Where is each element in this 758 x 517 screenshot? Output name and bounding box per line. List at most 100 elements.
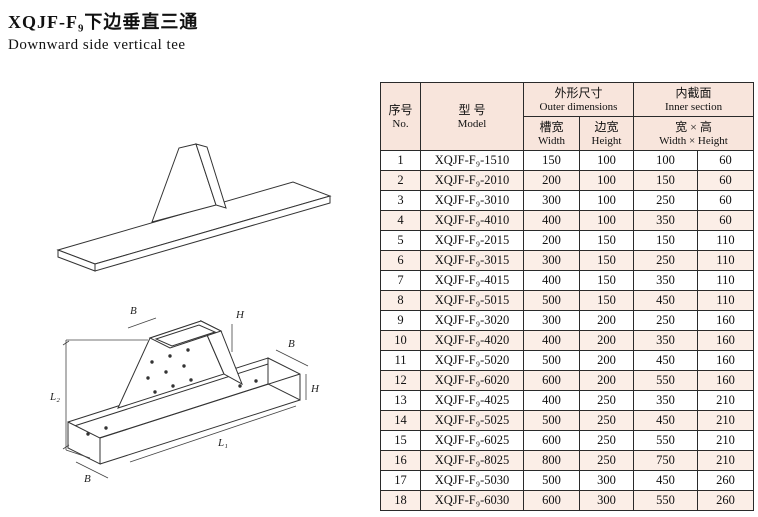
dim-label-tray-height: H — [310, 383, 320, 395]
cell-no: 5 — [380, 230, 421, 251]
cell-oh: 250 — [578, 410, 635, 431]
cell-no: 6 — [380, 250, 421, 271]
cell-model: XQJF-F₉-3020 — [420, 310, 524, 331]
cell-ow: 500 — [523, 410, 580, 431]
header-inner-cn: 内截面 — [675, 85, 712, 100]
spec-table-head: 序号 No. 型 号 Model 外形尺寸 Outer dimensions 内… — [380, 82, 755, 151]
cell-oh: 200 — [578, 370, 635, 391]
cell-oh: 250 — [578, 390, 635, 411]
top-isometric-drawing — [56, 143, 332, 272]
cell-oh: 100 — [578, 210, 635, 231]
cell-iw: 750 — [633, 450, 699, 471]
dim-label-bottom-width: B — [84, 473, 91, 485]
cell-oh: 150 — [578, 290, 635, 311]
cell-oh: 100 — [578, 170, 635, 191]
cell-oh: 200 — [578, 310, 635, 331]
cell-model: XQJF-F₉-5020 — [420, 350, 524, 371]
cell-no: 8 — [380, 290, 421, 311]
cell-ow: 400 — [523, 270, 580, 291]
cell-ih: 160 — [697, 310, 755, 331]
cell-no: 10 — [380, 330, 421, 351]
cell-ih: 60 — [697, 170, 755, 191]
cell-oh: 150 — [578, 230, 635, 251]
cell-model: XQJF-F₉-4020 — [420, 330, 524, 351]
header-model-cn: 型 号 — [458, 102, 486, 117]
cell-iw: 450 — [633, 350, 699, 371]
cell-no: 17 — [380, 470, 421, 491]
cell-ow: 600 — [523, 430, 580, 451]
header-side-height: 边宽 Height — [578, 116, 635, 151]
cell-oh: 250 — [578, 450, 635, 471]
header-groove-en: Width — [537, 134, 566, 147]
cell-ow: 200 — [523, 230, 580, 251]
header-model: 型 号 Model — [420, 82, 524, 151]
cell-no: 14 — [380, 410, 421, 431]
dim-label-branch-height: H — [235, 309, 245, 321]
header-groove-cn: 槽宽 — [539, 119, 564, 134]
header-outer-en: Outer dimensions — [539, 100, 618, 113]
dim-label-branch-width: B — [130, 305, 137, 317]
cell-no: 2 — [380, 170, 421, 191]
cell-iw: 250 — [633, 310, 699, 331]
cell-iw: 250 — [633, 190, 699, 211]
cell-no: 13 — [380, 390, 421, 411]
cell-model: XQJF-F₉-8025 — [420, 450, 524, 471]
header-side-en: Height — [591, 134, 622, 147]
cell-ih: 210 — [697, 410, 755, 431]
cell-ow: 300 — [523, 250, 580, 271]
cell-ih: 160 — [697, 330, 755, 351]
cell-iw: 150 — [633, 230, 699, 251]
cell-iw: 250 — [633, 250, 699, 271]
cell-ow: 800 — [523, 450, 580, 471]
header-no: 序号 No. — [380, 82, 421, 151]
cell-model: XQJF-F₉-4025 — [420, 390, 524, 411]
cell-model: XQJF-F₉-3010 — [420, 190, 524, 211]
title-chinese: 下边垂直三通 — [84, 12, 199, 32]
cell-ow: 500 — [523, 350, 580, 371]
cell-model: XQJF-F₉-2015 — [420, 230, 524, 251]
cell-model: XQJF-F₉-3015 — [420, 250, 524, 271]
cell-ih: 110 — [697, 270, 755, 291]
cell-ow: 200 — [523, 170, 580, 191]
cell-no: 12 — [380, 370, 421, 391]
page-subtitle: Downward side vertical tee — [8, 37, 186, 53]
cell-ih: 110 — [697, 230, 755, 251]
header-width-x-height: 宽 × 高 Width × Height — [633, 116, 755, 151]
cell-iw: 100 — [633, 150, 699, 171]
header-groove-width: 槽宽 Width — [523, 116, 580, 151]
header-wh-en: Width × Height — [659, 134, 728, 147]
cell-ow: 300 — [523, 190, 580, 211]
cell-model: XQJF-F₉-5015 — [420, 290, 524, 311]
header-outer-dimensions: 外形尺寸 Outer dimensions — [522, 82, 635, 117]
cell-oh: 200 — [578, 350, 635, 371]
cell-model: XQJF-F₉-2010 — [420, 170, 524, 191]
cell-ih: 160 — [697, 350, 755, 371]
cell-ow: 600 — [523, 370, 580, 391]
title-block: XQJF-F₉下边垂直三通 Downward side vertical tee — [8, 8, 198, 54]
cell-model: XQJF-F₉-5030 — [420, 470, 524, 491]
cell-iw: 550 — [633, 430, 699, 451]
model-code: XQJF-F₉ — [8, 12, 85, 32]
cell-iw: 350 — [633, 330, 699, 351]
cell-model: XQJF-F₉-1510 — [420, 150, 524, 171]
cell-ih: 110 — [697, 250, 755, 271]
header-wh-cn: 宽 × 高 — [675, 119, 712, 134]
header-outer-cn: 外形尺寸 — [554, 85, 603, 100]
cell-oh: 250 — [578, 430, 635, 451]
cell-model: XQJF-F₉-4015 — [420, 270, 524, 291]
cell-oh: 150 — [578, 250, 635, 271]
